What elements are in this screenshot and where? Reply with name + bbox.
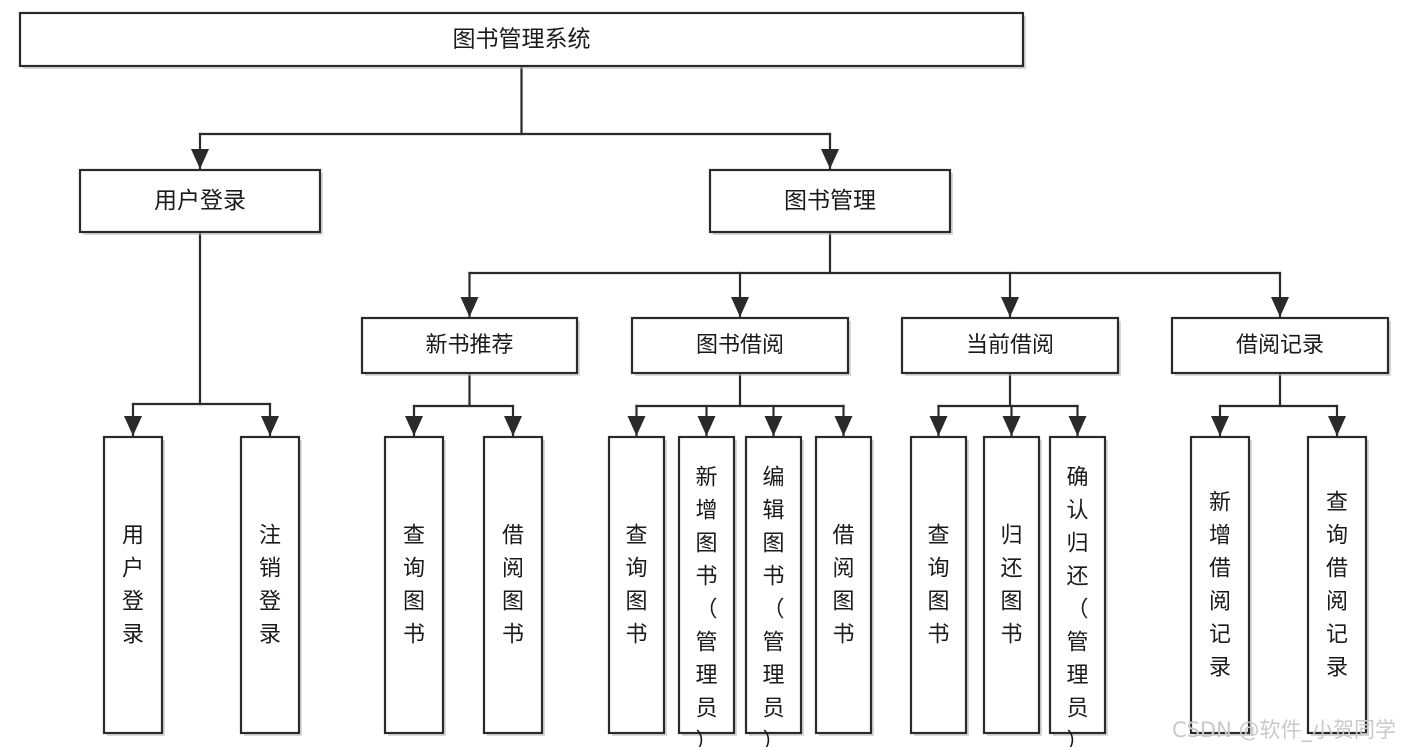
node-label: 用户登录 <box>122 523 144 647</box>
node-label: 图书借阅 <box>696 333 784 358</box>
level3-node-current-borrow[interactable]: 当前借阅 <box>900 316 1121 376</box>
node-box[interactable] <box>239 435 301 735</box>
arrowhead-icon <box>124 416 142 436</box>
arrowhead-icon <box>1002 416 1021 436</box>
connector-layer <box>124 64 1346 438</box>
node-label: 注销登录 <box>259 523 281 647</box>
node-box[interactable] <box>909 435 968 735</box>
arrowhead-icon <box>821 149 839 169</box>
node-label: 查询图书 <box>927 523 949 647</box>
node-box[interactable] <box>814 435 873 735</box>
node-box[interactable] <box>78 168 322 234</box>
node-box[interactable] <box>982 435 1041 735</box>
leaf-node-leaf-query-record[interactable]: 查询借阅记录 <box>1306 435 1369 736</box>
node-box[interactable] <box>708 168 952 234</box>
node-label: 确认归还（管理员） <box>1066 465 1088 747</box>
node-box[interactable] <box>1306 435 1368 735</box>
arrowhead-icon <box>504 416 522 436</box>
leaf-node-leaf-user-login[interactable]: 用户登录 <box>102 435 165 736</box>
node-box[interactable] <box>102 435 164 735</box>
arrowhead-icon <box>764 416 783 436</box>
arrowhead-icon <box>929 416 948 436</box>
node-box[interactable] <box>744 435 803 735</box>
level3-node-new-book-recommend[interactable]: 新书推荐 <box>360 316 580 376</box>
node-label: 新增借阅记录 <box>1209 490 1231 680</box>
arrowhead-icon <box>697 416 716 436</box>
level2-node-user-login[interactable]: 用户登录 <box>78 168 323 235</box>
node-label: 查询借阅记录 <box>1326 490 1348 680</box>
node-box[interactable] <box>900 316 1120 375</box>
node-label: 图书管理系统 <box>453 27 591 53</box>
node-layer: 图书管理系统用户登录图书管理新书推荐图书借阅当前借阅借阅记录用户登录注销登录查询… <box>18 11 1391 747</box>
level3-node-borrow-record[interactable]: 借阅记录 <box>1170 316 1391 376</box>
arrowhead-icon <box>1211 416 1229 436</box>
node-label: 图书管理 <box>784 188 876 214</box>
node-label: 借阅图书 <box>502 523 524 647</box>
node-box[interactable] <box>630 316 850 375</box>
leaf-node-leaf-query-book-3[interactable]: 查询图书 <box>909 435 969 736</box>
leaf-node-leaf-user-logout[interactable]: 注销登录 <box>239 435 302 736</box>
arrowhead-icon <box>1271 297 1289 317</box>
arrowhead-icon <box>834 416 853 436</box>
leaf-node-leaf-confirm-return[interactable]: 确认归还（管理员） <box>1048 435 1108 747</box>
leaf-node-leaf-edit-book[interactable]: 编辑图书（管理员） <box>744 435 804 747</box>
node-box[interactable] <box>482 435 544 735</box>
leaf-node-leaf-query-book-1[interactable]: 查询图书 <box>383 435 446 736</box>
node-label: 归还图书 <box>1000 523 1022 647</box>
node-label: 查询图书 <box>625 523 647 647</box>
node-label: 借阅图书 <box>832 523 854 647</box>
node-box[interactable] <box>1170 316 1390 375</box>
leaf-node-leaf-borrow-book-1[interactable]: 借阅图书 <box>482 435 545 736</box>
arrowhead-icon <box>261 416 279 436</box>
leaf-node-leaf-borrow-book-2[interactable]: 借阅图书 <box>814 435 874 736</box>
node-label: 当前借阅 <box>966 333 1054 358</box>
arrowhead-icon <box>460 297 479 317</box>
arrowhead-icon <box>627 416 646 436</box>
watermark-label: CSDN @软件_小贺同学 <box>1172 718 1396 743</box>
root-node-book-management-system[interactable]: 图书管理系统 <box>18 11 1026 69</box>
arrowhead-icon <box>405 416 423 436</box>
node-label: 新书推荐 <box>425 333 513 358</box>
leaf-node-leaf-add-book[interactable]: 新增图书（管理员） <box>677 435 737 747</box>
leaf-node-leaf-query-book-2[interactable]: 查询图书 <box>607 435 667 736</box>
node-label: 借阅记录 <box>1236 333 1324 358</box>
leaf-node-leaf-add-record[interactable]: 新增借阅记录 <box>1189 435 1252 736</box>
node-label: 编辑图书（管理员） <box>762 465 784 747</box>
node-box[interactable] <box>360 316 579 375</box>
arrowhead-icon <box>1068 416 1087 436</box>
node-label: 查询图书 <box>403 523 425 647</box>
arrowhead-icon <box>1328 416 1346 436</box>
node-box[interactable] <box>677 435 736 735</box>
node-box[interactable] <box>18 11 1025 68</box>
arrowhead-icon <box>1001 297 1019 317</box>
node-label: 新增图书（管理员） <box>695 465 717 747</box>
arrowhead-icon <box>191 149 209 169</box>
node-box[interactable] <box>607 435 666 735</box>
node-box[interactable] <box>383 435 445 735</box>
node-label: 用户登录 <box>154 188 246 214</box>
level3-node-book-borrow[interactable]: 图书借阅 <box>630 316 851 376</box>
arrowhead-icon <box>731 297 749 317</box>
node-box[interactable] <box>1048 435 1107 735</box>
node-box[interactable] <box>1189 435 1251 735</box>
leaf-node-leaf-return-book[interactable]: 归还图书 <box>982 435 1042 736</box>
level2-node-book-manage[interactable]: 图书管理 <box>708 168 953 235</box>
